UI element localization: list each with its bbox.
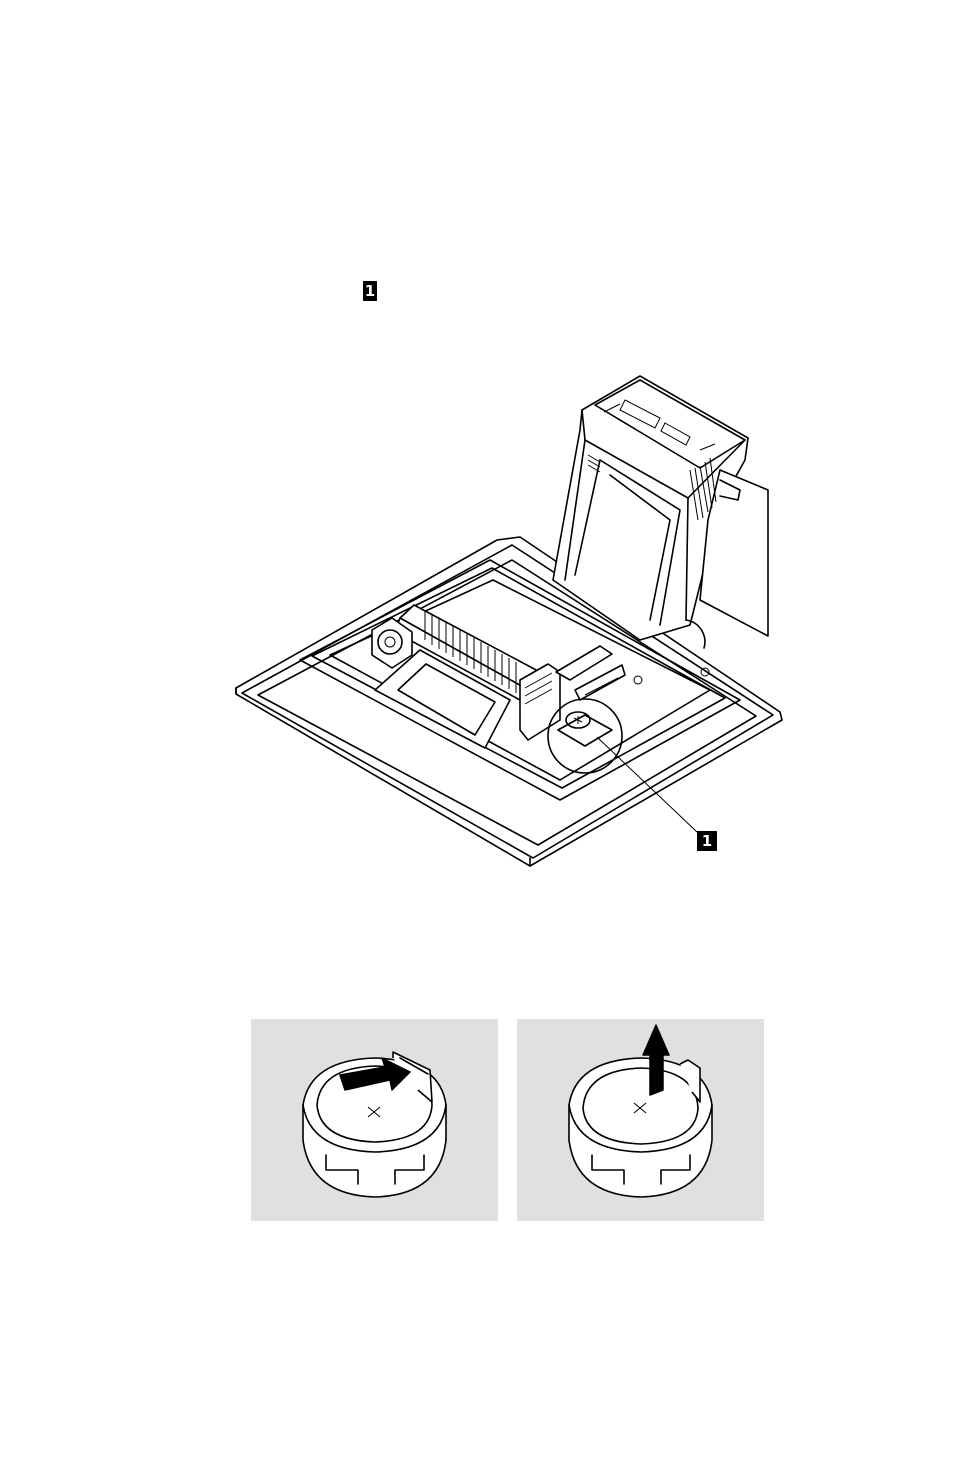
- battery-release-icon: [303, 1052, 446, 1197]
